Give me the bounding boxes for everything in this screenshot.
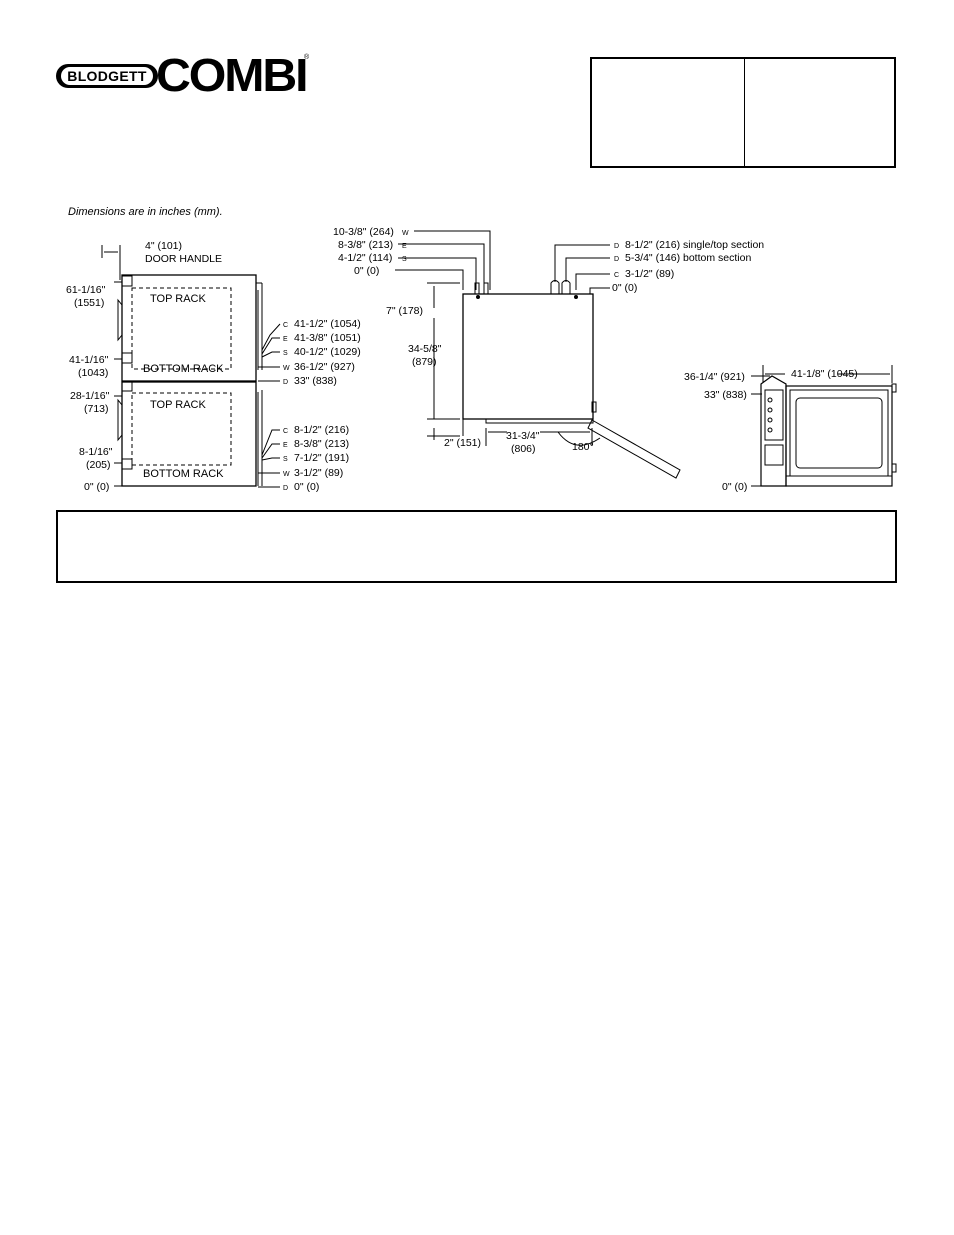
sym-w-icon: W <box>402 230 409 237</box>
front-right-lower-2: 8-3/8" (213) <box>294 438 349 450</box>
front-right-lower-1: 8-1/2" (216) <box>294 424 349 436</box>
front-left-dim-4-inch: 8-1/16" <box>79 446 113 458</box>
sym-w-icon: W <box>283 365 290 372</box>
sym-c-icon: C <box>283 322 288 329</box>
door-angle: 180° <box>572 441 594 453</box>
sym-s-icon: S <box>283 456 288 463</box>
end-dim-width: 41-1/8" (1045) <box>791 368 858 380</box>
side-right-1: 8-1/2" (216) single/top section <box>625 239 764 251</box>
front-left-dim-1-mm: (1551) <box>74 297 104 309</box>
handle-dim: 4" (101) <box>145 240 182 252</box>
rack-label-top-2: TOP RACK <box>150 399 206 411</box>
sym-e-icon: E <box>402 243 407 250</box>
front-view-drawing <box>101 245 281 488</box>
side-view-drawing <box>395 230 681 479</box>
front-right-upper-5: 33" (838) <box>294 375 337 387</box>
side-left-labels: 10-3/8" (264) W 8-3/8" (213) E 4-1/2" (1… <box>333 226 409 277</box>
handle-label: DOOR HANDLE <box>145 253 222 265</box>
front-left-dim-3-mm: (713) <box>84 403 109 415</box>
side-right-3: 3-1/2" (89) <box>625 268 674 280</box>
front-right-upper-2: 41-3/8" (1051) <box>294 332 361 344</box>
front-right-lower-4: 3-1/2" (89) <box>294 467 343 479</box>
sym-c-icon: C <box>614 272 619 279</box>
front-left-dim-5: 0" (0) <box>84 481 109 493</box>
front-right-lower-labels: C 8-1/2" (216) E 8-3/8" (213) S 7-1/2" (… <box>283 424 349 493</box>
front-right-upper-1: 41-1/2" (1054) <box>294 318 361 330</box>
registered-mark: ® <box>304 54 310 61</box>
sym-d-icon: D <box>283 485 288 492</box>
sym-d-icon: D <box>283 379 288 386</box>
side-dim-7: 7" (178) <box>386 305 423 317</box>
end-dim-bottom: 0" (0) <box>722 481 747 493</box>
front-right-upper-4: 36-1/2" (927) <box>294 361 355 373</box>
front-left-dim-4-mm: (205) <box>86 459 111 471</box>
rack-label-bottom-1: BOTTOM RACK <box>143 363 224 375</box>
brand-logo: BLODGETT COMBI ® <box>56 52 312 98</box>
sym-e-icon: E <box>283 442 288 449</box>
side-dim-depth-inch: 31-3/4" <box>506 430 540 442</box>
side-dim-depth-mm: (806) <box>511 443 536 455</box>
side-left-4: 0" (0) <box>354 265 379 277</box>
end-view-drawing <box>751 365 897 487</box>
side-left-1: 10-3/8" (264) <box>333 226 394 238</box>
sym-d-icon: D <box>614 256 619 263</box>
notes-box <box>56 510 897 583</box>
spec-box-divider <box>744 59 745 166</box>
side-right-labels: D 8-1/2" (216) single/top section D 5-3/… <box>612 239 764 294</box>
front-right-upper-labels: C 41-1/2" (1054) E 41-3/8" (1051) S 40-1… <box>283 318 361 387</box>
end-dim-top-left: 36-1/4" (921) <box>684 371 745 383</box>
side-right-2: 5-3/4" (146) bottom section <box>625 252 751 264</box>
side-left-3: 4-1/2" (114) <box>338 252 392 264</box>
side-right-4: 0" (0) <box>612 282 637 294</box>
front-right-lower-3: 7-1/2" (191) <box>294 452 349 464</box>
spec-box <box>590 57 896 168</box>
side-dim-height-inch: 34-5/8" <box>408 343 442 355</box>
sym-s-icon: S <box>283 350 288 357</box>
sym-s-icon: S <box>402 256 407 263</box>
rack-label-top-1: TOP RACK <box>150 293 206 305</box>
end-dim-mid-left: 33" (838) <box>704 389 747 401</box>
logo-badge: BLODGETT <box>56 64 158 88</box>
sym-w-icon: W <box>283 471 290 478</box>
front-right-lower-5: 0" (0) <box>294 481 319 493</box>
rack-label-bottom-2: BOTTOM RACK <box>143 468 224 480</box>
sym-e-icon: E <box>283 336 288 343</box>
front-left-dim-3-inch: 28-1/16" <box>70 390 110 402</box>
sym-d-icon: D <box>614 243 619 250</box>
sym-c-icon: C <box>283 428 288 435</box>
front-left-dim-2-mm: (1043) <box>78 367 108 379</box>
side-dim-height-mm: (879) <box>412 356 437 368</box>
logo-wordmark: COMBI <box>156 49 309 101</box>
front-left-dim-2-inch: 41-1/16" <box>69 354 109 366</box>
dimensions-note: Dimensions are in inches (mm). <box>68 206 223 218</box>
technical-drawings: 4" (101) DOOR HANDLE 61-1/16" (1551) 41-… <box>66 226 897 493</box>
side-dim-bottom: 2" (151) <box>444 437 481 449</box>
front-left-dim-1-inch: 61-1/16" <box>66 284 106 296</box>
logo-badge-text: BLODGETT <box>61 67 153 85</box>
front-right-upper-3: 40-1/2" (1029) <box>294 346 361 358</box>
side-left-2: 8-3/8" (213) <box>338 239 393 251</box>
